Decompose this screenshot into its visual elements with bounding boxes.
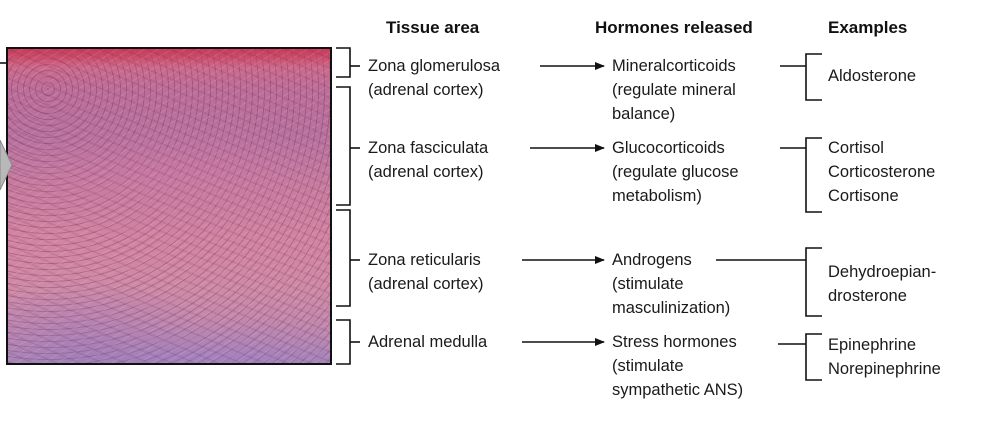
example-item: Epinephrine: [828, 336, 917, 354]
bracket-fasciculata: [336, 86, 351, 206]
example-item: Cortisol: [828, 139, 884, 157]
example-item: drosterone: [828, 287, 907, 305]
hormone-note: (regulate mineral: [612, 81, 736, 99]
hormone-note: metabolism): [612, 187, 702, 205]
header-tissue-area: Tissue area: [386, 18, 480, 37]
tissue-fasciculata: Zona fasciculata (adrenal cortex): [368, 136, 488, 184]
bracket-examples-1: [805, 53, 822, 101]
tissue-name: Zona reticularis: [368, 251, 481, 269]
examples-row-2: Cortisol Corticosterone Cortisone: [828, 136, 935, 208]
bracket-glomerulosa: [336, 47, 351, 78]
hormone-note: (regulate glucose: [612, 163, 739, 181]
examples-row-4: Epinephrine Norepinephrine: [828, 333, 941, 381]
hormone-name: Mineralcorticoids: [612, 57, 736, 75]
tissue-reticularis: Zona reticularis (adrenal cortex): [368, 248, 484, 296]
bracket-examples-2: [805, 137, 822, 213]
header-hormones-released: Hormones released: [595, 18, 753, 37]
tissue-glomerulosa: Zona glomerulosa (adrenal cortex): [368, 54, 500, 102]
capsule-band: [8, 49, 330, 67]
hormone-name: Androgens: [612, 251, 692, 269]
hormone-note: balance): [612, 105, 676, 123]
hormone-glucocorticoids: Glucocorticoids (regulate glucose metabo…: [612, 136, 739, 208]
example-item: Dehydroepian-: [828, 263, 937, 281]
example-item: Cortisone: [828, 187, 899, 205]
tissue-texture: [8, 49, 330, 363]
tissue-name: Zona glomerulosa: [368, 57, 501, 75]
tissue-medulla: Adrenal medulla: [368, 330, 487, 354]
tissue-name: Adrenal medulla: [368, 333, 488, 351]
hormone-note: (stimulate: [612, 275, 684, 293]
hormone-stress-hormones: Stress hormones (stimulate sympathetic A…: [612, 330, 743, 402]
hormone-mineralcorticoids: Mineralcorticoids (regulate mineral bala…: [612, 54, 736, 126]
pointer-wedge: [0, 140, 13, 190]
hormone-name: Stress hormones: [612, 333, 737, 351]
adrenal-micrograph: [6, 47, 332, 365]
example-item: Corticosterone: [828, 163, 936, 181]
hormone-note: (stimulate: [612, 357, 684, 375]
hormone-note: sympathetic ANS): [612, 381, 744, 399]
examples-row-1: Aldosterone: [828, 64, 916, 88]
hormone-androgens: Androgens (stimulate masculinization): [612, 248, 730, 320]
bracket-reticularis: [336, 209, 351, 307]
bracket-medulla: [336, 319, 351, 365]
example-item: Norepinephrine: [828, 360, 941, 378]
tissue-note: (adrenal cortex): [368, 163, 484, 181]
tissue-name: Zona fasciculata: [368, 139, 489, 157]
tissue-note: (adrenal cortex): [368, 81, 484, 99]
bracket-examples-4: [805, 333, 822, 381]
hormone-name: Glucocorticoids: [612, 139, 725, 157]
hormone-note: masculinization): [612, 299, 731, 317]
tissue-note: (adrenal cortex): [368, 275, 484, 293]
examples-row-3: Dehydroepian- drosterone: [828, 260, 936, 308]
example-item: Aldosterone: [828, 67, 917, 85]
bracket-examples-3: [805, 247, 822, 317]
header-examples: Examples: [828, 18, 908, 37]
